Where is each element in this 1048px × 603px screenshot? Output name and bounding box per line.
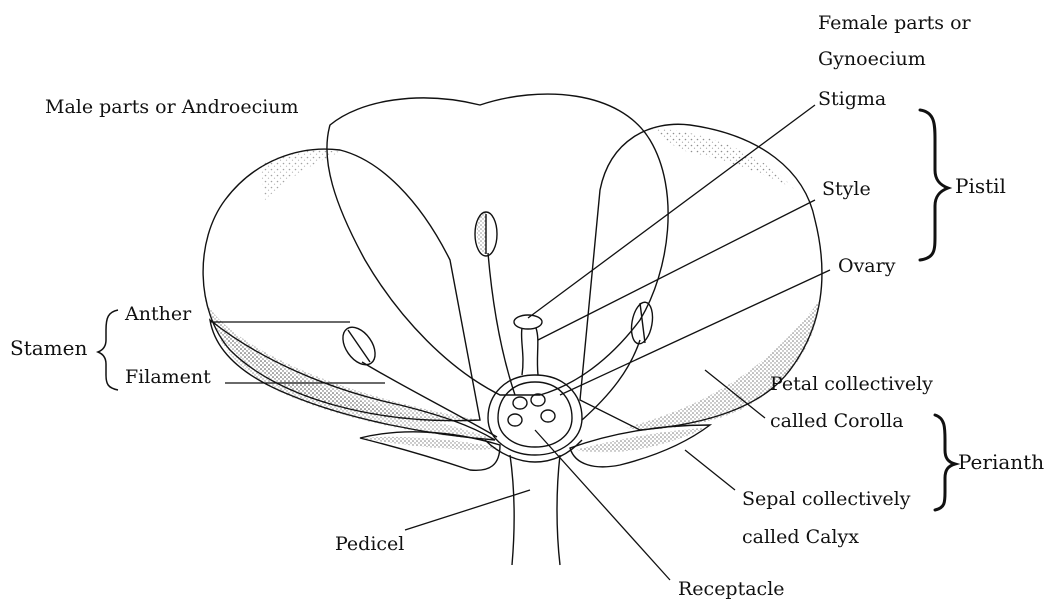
stamen-brace (98, 310, 118, 390)
pedicel-stalk (510, 455, 560, 565)
leader-sepal (685, 450, 735, 490)
label-anther: Anther (125, 305, 191, 324)
label-pistil: Pistil (955, 176, 1006, 196)
ovule-4 (541, 410, 555, 422)
perianth-brace (935, 415, 955, 510)
ovule-3 (508, 414, 522, 426)
label-ovary: Ovary (838, 257, 895, 276)
ovary-inner (498, 382, 572, 447)
label-stamen: Stamen (10, 338, 87, 358)
leader-pedicel (405, 490, 530, 530)
pistil-brace (920, 110, 948, 260)
anther-left (336, 321, 381, 370)
label-male-parts: Male parts or Androecium (45, 98, 299, 117)
front-left-petal-fold (210, 320, 495, 440)
label-perianth: Perianth (958, 452, 1044, 472)
leader-receptacle (535, 430, 670, 580)
label-style: Style (822, 180, 871, 199)
label-pedicel: Pedicel (335, 535, 404, 554)
filament-center (488, 253, 515, 395)
label-petal-line1: Petal collectively (770, 375, 933, 394)
label-sepal-line2: called Calyx (742, 528, 859, 547)
ovule-2 (531, 394, 545, 406)
left-petal (203, 149, 480, 421)
label-receptacle: Receptacle (678, 580, 785, 599)
label-sepal-line1: Sepal collectively (742, 490, 911, 509)
stigma (514, 315, 542, 329)
label-petal-line2: called Corolla (770, 412, 904, 431)
ovule-1 (513, 397, 527, 409)
label-filament: Filament (125, 368, 211, 387)
anther-right (629, 301, 656, 346)
label-stigma: Stigma (818, 90, 886, 109)
anther-center (475, 212, 497, 256)
style (522, 328, 538, 375)
label-female-parts: Female parts or (818, 14, 971, 33)
label-gynoecium: Gynoecium (818, 50, 926, 69)
ovary-outer (488, 375, 582, 455)
center-petal (327, 94, 668, 395)
right-petal-shade (650, 128, 795, 190)
leader-style (538, 200, 815, 340)
